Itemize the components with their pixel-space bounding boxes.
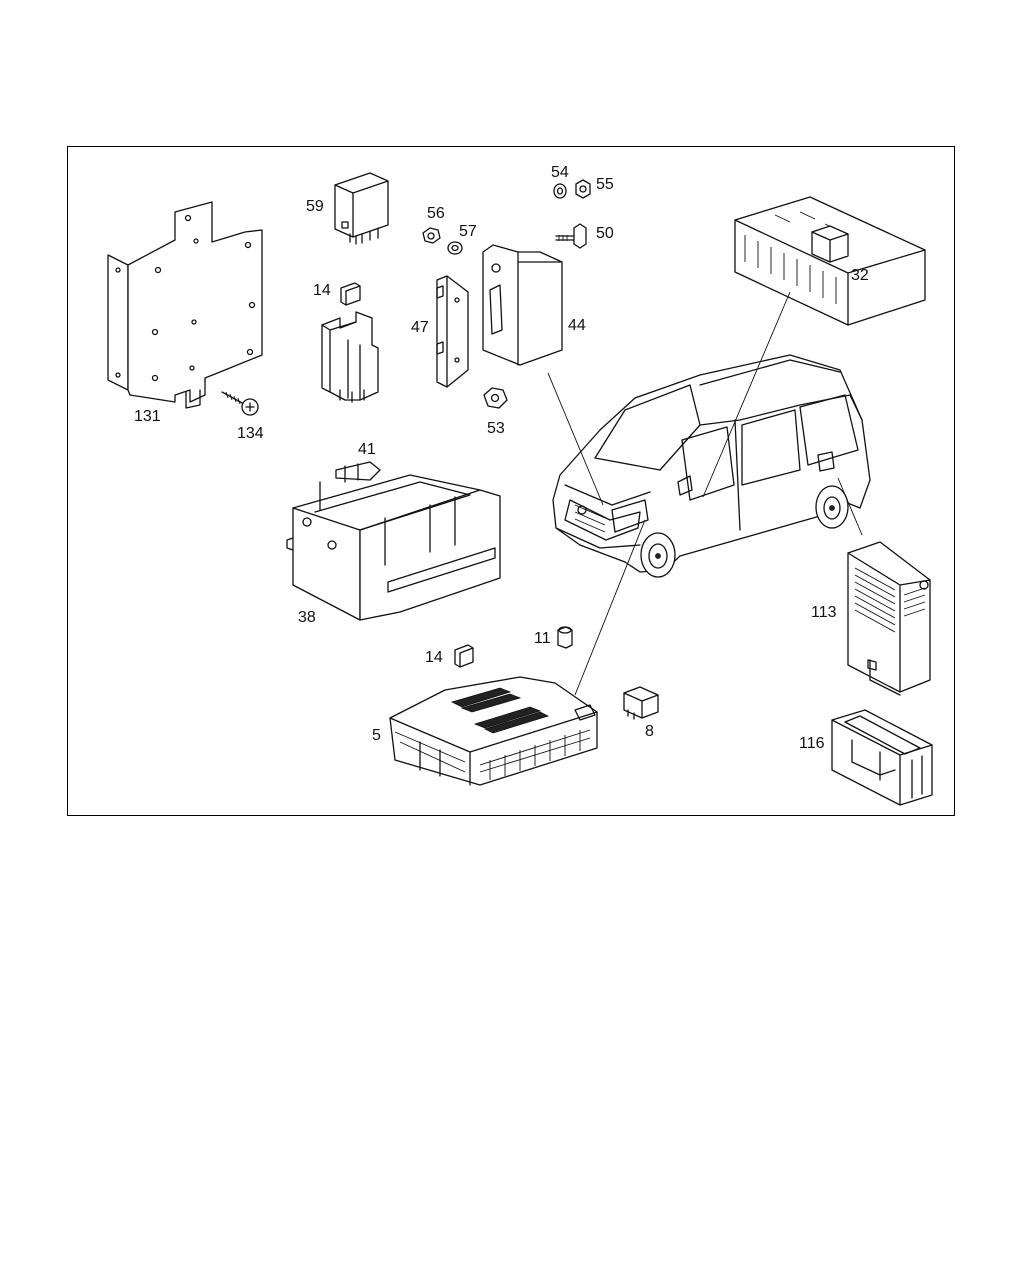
part-nut-56 xyxy=(422,227,441,244)
part-relay-59 xyxy=(334,172,389,245)
callout-41: 41 xyxy=(358,441,376,458)
part-housing-44 xyxy=(482,244,563,366)
part-relay-8 xyxy=(623,686,659,720)
callout-32: 32 xyxy=(851,267,869,284)
part-fusebox-32 xyxy=(734,196,926,326)
callout-14-lower: 14 xyxy=(425,649,443,666)
callout-56: 56 xyxy=(427,205,445,222)
callout-47: 47 xyxy=(411,319,429,336)
part-holder-116 xyxy=(831,709,933,806)
leader-lines xyxy=(547,291,863,696)
part-nut-55 xyxy=(575,179,591,199)
van-illustration xyxy=(552,354,871,578)
part-spacer-11 xyxy=(557,626,573,649)
callout-116: 116 xyxy=(799,735,825,752)
callout-8: 8 xyxy=(645,723,654,740)
part-fuse-upper xyxy=(340,282,361,306)
part-bolt-50 xyxy=(555,223,587,249)
callout-44: 44 xyxy=(568,317,586,334)
callout-53: 53 xyxy=(487,420,505,437)
part-screw xyxy=(221,391,259,416)
part-mounting-bracket xyxy=(107,201,263,409)
callout-38: 38 xyxy=(298,609,316,626)
callout-14-upper: 14 xyxy=(313,282,331,299)
callout-54: 54 xyxy=(551,164,569,181)
callout-50: 50 xyxy=(596,225,614,242)
callout-113: 113 xyxy=(811,604,837,621)
part-bracket-47 xyxy=(436,275,469,388)
part-relay-socket xyxy=(321,311,379,403)
callout-labels: 59 56 57 54 55 50 32 14 47 44 131 134 53… xyxy=(134,164,869,752)
callout-5: 5 xyxy=(372,727,381,744)
part-fuse-lower xyxy=(454,644,474,668)
part-control-unit-113 xyxy=(847,541,931,696)
part-clip-41 xyxy=(319,461,381,511)
callout-59: 59 xyxy=(306,198,324,215)
callout-11: 11 xyxy=(534,630,551,647)
part-tray-38 xyxy=(286,474,501,621)
callout-57: 57 xyxy=(459,223,477,240)
part-nut-53 xyxy=(483,387,508,409)
callout-134: 134 xyxy=(237,425,264,442)
part-washer-57 xyxy=(447,241,463,255)
part-washer-54 xyxy=(553,183,567,199)
part-module-5 xyxy=(389,676,598,786)
callout-55: 55 xyxy=(596,176,614,193)
callout-131: 131 xyxy=(134,408,161,425)
